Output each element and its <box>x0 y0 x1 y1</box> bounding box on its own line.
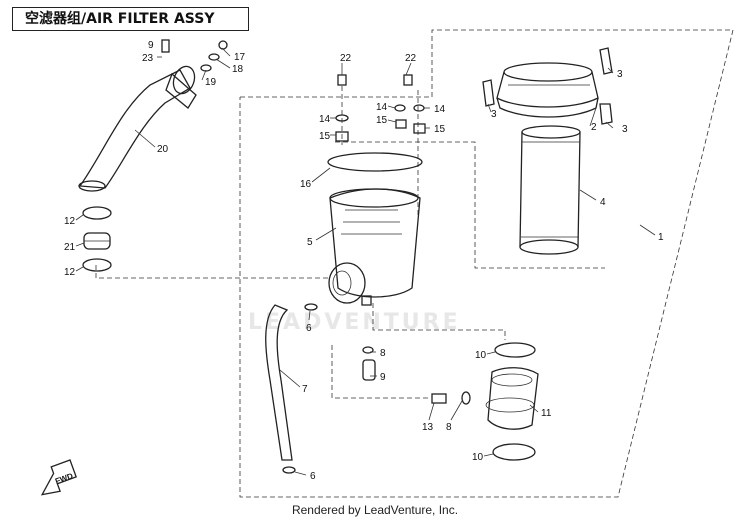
callout-label: 19 <box>205 77 217 88</box>
callout-label: 12 <box>64 267 76 278</box>
small-cap <box>161 39 170 53</box>
callout-labels: 9 23 17 18 19 20 22 22 3 3 3 2 14 15 14 … <box>64 40 664 482</box>
callout-label: 23 <box>142 53 154 64</box>
filter-housing <box>328 188 421 306</box>
callout-label: 6 <box>310 471 316 482</box>
nipple-fitting <box>431 393 447 404</box>
callout-label: 10 <box>472 452 484 463</box>
outlet-clamp-upper <box>494 342 536 358</box>
callout-label: 14 <box>319 114 331 125</box>
callout-label: 8 <box>446 422 452 433</box>
callout-label: 5 <box>307 237 313 248</box>
bolt-set-left <box>335 74 349 142</box>
screw-washer-set <box>200 40 228 72</box>
callout-label: 8 <box>380 348 386 359</box>
fwd-arrow: FWD <box>40 459 77 496</box>
hose-clamp-lower <box>82 258 112 272</box>
callout-label: 20 <box>157 144 169 155</box>
callout-label: 3 <box>617 69 623 80</box>
callout-label: 15 <box>376 115 388 126</box>
connector-sleeve <box>83 232 111 250</box>
callout-label: 2 <box>591 122 597 133</box>
callout-label: 14 <box>376 102 388 113</box>
callout-label: 22 <box>340 53 352 64</box>
hose-clamp-upper <box>82 206 112 220</box>
filter-element <box>519 125 581 255</box>
callout-label: 16 <box>300 179 312 190</box>
cover-latches <box>482 47 613 125</box>
callout-label: 12 <box>64 216 76 227</box>
intake-duct <box>78 65 197 192</box>
callout-label: 15 <box>434 124 446 135</box>
callout-label: 9 <box>148 40 154 51</box>
leader-hose-clamp <box>95 265 330 279</box>
callout-label: 15 <box>319 131 331 142</box>
callout-label: 3 <box>491 109 497 120</box>
callout-leaders <box>75 47 656 476</box>
fwd-label: FWD <box>54 471 74 486</box>
callout-label: 17 <box>234 52 246 63</box>
callout-label: 14 <box>434 104 446 115</box>
hose-clip-upper <box>304 303 318 311</box>
breather-hose <box>265 304 293 461</box>
nipple-clip <box>461 391 471 405</box>
outlet-clamp-lower <box>492 443 536 461</box>
outlet-boot <box>485 367 539 430</box>
footer-credit: Rendered by LeadVenture, Inc. <box>291 503 459 517</box>
callout-label: 21 <box>64 242 76 253</box>
callout-label: 7 <box>302 384 308 395</box>
callout-label: 3 <box>622 124 628 135</box>
diagram-title: 空滤器组/AIR FILTER ASSY <box>12 7 249 31</box>
callout-label: 4 <box>600 197 606 208</box>
bolt-set-right <box>394 74 426 134</box>
callout-label: 13 <box>422 422 434 433</box>
hose-clip-lower <box>282 466 296 474</box>
callout-label: 11 <box>541 408 552 419</box>
leader-drain <box>331 345 430 399</box>
callout-label: 22 <box>405 53 417 64</box>
drain-clip <box>362 346 374 354</box>
callout-label: 6 <box>306 323 312 334</box>
callout-label: 9 <box>380 372 386 383</box>
leader-filter-element <box>335 141 605 269</box>
assembly-boundary <box>239 29 734 498</box>
leader-outlet <box>372 303 506 340</box>
drain-valve <box>362 359 376 381</box>
callout-label: 10 <box>475 350 487 361</box>
o-ring <box>327 152 423 172</box>
callout-label: 1 <box>658 232 664 243</box>
callout-label: 18 <box>232 64 244 75</box>
filter-cover <box>496 62 599 118</box>
